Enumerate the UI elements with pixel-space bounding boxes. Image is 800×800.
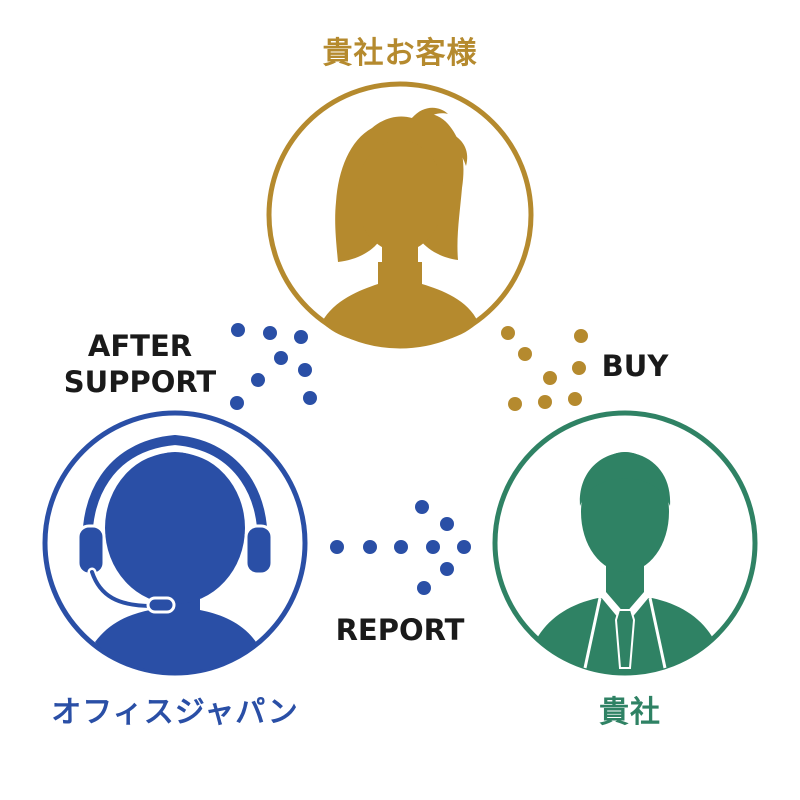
- support-company-label: オフィスジャパン: [51, 695, 299, 730]
- buy-arrow: [501, 326, 588, 411]
- after-support-label: AFTER SUPPORT: [55, 328, 225, 400]
- after-support-label-line2: SUPPORT: [63, 365, 217, 399]
- support-node: [42, 410, 308, 676]
- customer-label: 貴社お客様: [322, 36, 478, 71]
- headset-operator-icon: [76, 434, 274, 672]
- businessman-silhouette-icon: [536, 452, 714, 672]
- buy-label: BUY: [601, 349, 669, 383]
- customer-node: [266, 81, 534, 349]
- after-support-label-line1: AFTER: [87, 329, 193, 363]
- company-node: [492, 410, 758, 676]
- report-label: REPORT: [335, 613, 465, 647]
- after-support-arrow: [230, 323, 317, 410]
- company-label: 貴社: [599, 695, 661, 730]
- report-arrow: [330, 500, 471, 595]
- woman-silhouette-icon: [322, 107, 478, 346]
